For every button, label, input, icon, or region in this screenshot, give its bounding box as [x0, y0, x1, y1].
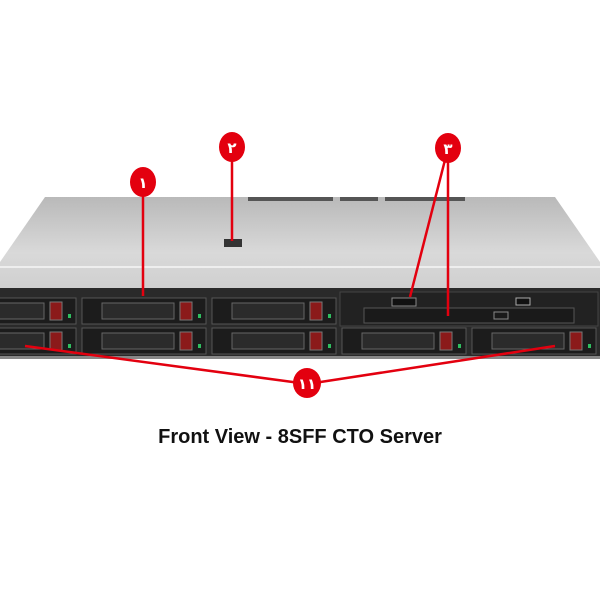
drive-bay[interactable]	[211, 327, 337, 355]
chassis-top	[0, 197, 600, 290]
optical-drive	[363, 307, 575, 324]
callout-11: ١١	[293, 368, 321, 398]
svg-text:٢: ٢	[227, 139, 236, 157]
drive-bay[interactable]	[0, 327, 77, 355]
drive-bay[interactable]	[81, 297, 207, 325]
callout-1: ١	[130, 167, 156, 197]
callout-lines	[24, 155, 556, 385]
vent-slots	[248, 197, 465, 201]
drive-bay[interactable]	[471, 327, 597, 355]
callout-2: ٢	[219, 132, 245, 162]
drive-bays	[0, 297, 597, 355]
caption: Front View - 8SFF CTO Server	[158, 426, 442, 448]
drive-bay[interactable]	[211, 297, 337, 325]
drive-bay[interactable]	[341, 327, 467, 355]
media-bay	[339, 291, 599, 327]
svg-text:١١: ١١	[298, 375, 316, 393]
drive-bay[interactable]	[81, 327, 207, 355]
svg-text:٣: ٣	[443, 140, 452, 158]
svg-text:١: ١	[138, 174, 147, 192]
drive-bay[interactable]	[0, 297, 77, 325]
top-label	[224, 239, 242, 247]
callout-3: ٣	[435, 133, 461, 163]
